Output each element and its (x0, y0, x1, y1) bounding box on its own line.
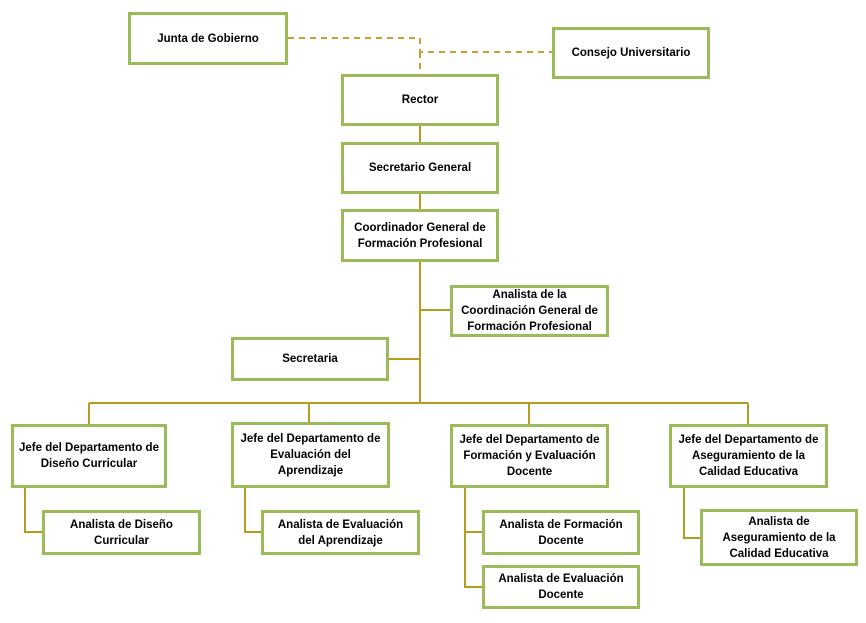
node-junta-de-gobierno: Junta de Gobierno (128, 12, 288, 65)
solid-connector (244, 488, 261, 533)
node-label: Jefe del Departamento de Evaluación del … (240, 433, 381, 477)
node-label: Junta de Gobierno (157, 32, 259, 45)
node-label: Analista de Aseguramiento de la Calidad … (722, 515, 836, 560)
node-label: Consejo Universitario (571, 47, 691, 59)
node-secretaria: Secretaria (231, 337, 389, 381)
node-label: Coordinador General de Formación Profesi… (354, 221, 486, 250)
node-label: Rector (401, 94, 439, 106)
node-label: Jefe del Departamento de Diseño Curricul… (19, 442, 159, 470)
node-rector: Rector (341, 74, 499, 126)
node-label: Analista de Diseño Curricular (70, 518, 173, 547)
node-analista-aseguramiento-calidad: Analista de Aseguramiento de la Calidad … (700, 509, 858, 566)
node-coordinador-general: Coordinador General de Formación Profesi… (341, 209, 499, 262)
node-jefe-evaluacion-aprendizaje: Jefe del Departamento de Evaluación del … (231, 422, 390, 488)
solid-connector (24, 488, 42, 533)
node-label: Secretaria (282, 353, 338, 365)
node-analista-evaluacion-aprendizaje: Analista de Evaluación del Aprendizaje (261, 510, 420, 555)
node-secretario-general: Secretario General (341, 142, 499, 194)
node-label: Secretario General (368, 162, 472, 174)
node-label: Analista de Formación Docente (499, 518, 623, 547)
node-label: Analista de la Coordinación General de F… (461, 289, 598, 333)
node-analista-diseno-curricular: Analista de Diseño Curricular (42, 510, 201, 555)
node-analista-formacion-docente: Analista de Formación Docente (482, 510, 640, 555)
solid-connector (683, 488, 700, 539)
node-analista-evaluacion-docente: Analista de Evaluación Docente (482, 565, 640, 609)
node-label: Jefe del Departamento de Aseguramiento d… (678, 434, 819, 478)
dashed-connector (288, 37, 552, 53)
node-jefe-aseguramiento-calidad: Jefe del Departamento de Aseguramiento d… (669, 424, 828, 488)
node-jefe-formacion-evaluacion-docente: Jefe del Departamento de Formación y Eva… (450, 424, 609, 488)
node-label: Analista de Evaluación Docente (498, 573, 624, 601)
solid-connector (464, 488, 482, 588)
node-label: Analista de Evaluación del Aprendizaje (277, 518, 404, 547)
node-analista-coordinacion: Analista de la Coordinación General de F… (450, 285, 609, 337)
node-consejo-universitario: Consejo Universitario (552, 27, 710, 79)
node-jefe-diseno-curricular: Jefe del Departamento de Diseño Curricul… (11, 424, 167, 488)
node-label: Jefe del Departamento de Formación y Eva… (459, 434, 600, 478)
